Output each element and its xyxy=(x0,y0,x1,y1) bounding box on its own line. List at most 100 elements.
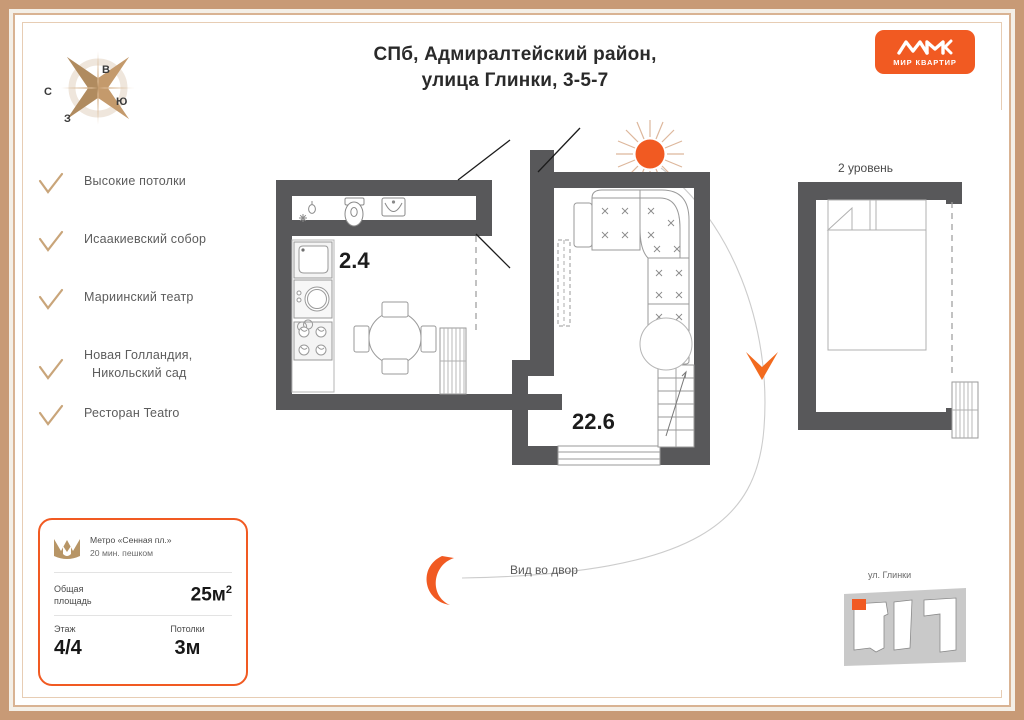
feature-label: Ресторан Teatro xyxy=(84,406,180,420)
chair-icon xyxy=(381,301,409,318)
compass-rose: В С Ю З xyxy=(40,28,160,140)
metro-station-label: Метро «Сенная пл.» xyxy=(90,535,172,545)
second-level-label: 2 уровень xyxy=(838,161,894,175)
metro-walk-label: 20 мин. пешком xyxy=(90,548,154,558)
area-value-number: 25м xyxy=(190,584,226,606)
page-title-line2: улица Глинки, 3-5-7 xyxy=(421,70,609,91)
bathroom-area-label: 2.4 xyxy=(339,248,370,273)
courtyard-view-label: Вид во двор xyxy=(510,563,578,577)
kitchen-sink-icon xyxy=(293,241,333,279)
bath-bottom-wall xyxy=(276,220,492,236)
feature-label: Мариинский театр xyxy=(84,290,194,304)
check-icon xyxy=(38,404,64,426)
shower-head-icon xyxy=(308,201,316,214)
living-wall-stub xyxy=(530,150,554,172)
ceiling-value: 3м xyxy=(174,637,201,659)
sectional-sofa-icon xyxy=(573,189,690,365)
living-wall-bottom-right xyxy=(658,446,710,465)
sun-disc-final xyxy=(635,139,665,169)
toilet-icon xyxy=(344,197,365,227)
floor-drain-icon xyxy=(299,214,307,222)
building-footprint xyxy=(923,597,957,653)
chair-icon xyxy=(420,325,437,353)
staircase-icon xyxy=(657,364,695,448)
floor-cell: Этаж 4/4 xyxy=(54,624,143,660)
door-leader-lines xyxy=(457,139,511,269)
sun-direction-arrow xyxy=(746,352,778,380)
living-wall-bottom-left xyxy=(512,446,560,465)
living-room-walls xyxy=(512,150,710,465)
total-area-row: Общая площадь 25м2 xyxy=(40,575,246,613)
level2-wall-outline xyxy=(798,182,962,430)
property-info-card: Метро «Сенная пл.» 20 мин. пешком Общая … xyxy=(38,518,248,686)
brand-logo[interactable]: МИР КВАРТИР xyxy=(875,30,975,74)
feature-label-2: Никольский сад xyxy=(92,366,187,380)
stair-hatch-kitchen xyxy=(439,327,467,395)
sun-trajectory-arc xyxy=(461,167,766,579)
floor-label: Этаж xyxy=(54,624,76,634)
chair-icon xyxy=(353,325,370,353)
feature-label: Высокие потолки xyxy=(84,174,186,188)
list-item: Высокие потолки xyxy=(38,168,263,226)
living-wall-left2 xyxy=(538,172,554,362)
check-icon xyxy=(38,172,64,194)
living-wall-jog-v xyxy=(512,360,528,460)
dining-set xyxy=(353,301,437,375)
page-title: СПб, Адмиралтейский район, улица Глинки,… xyxy=(300,42,730,94)
area-value-sup: 2 xyxy=(225,583,232,596)
zigzag-house-icon xyxy=(897,39,953,55)
metro-icon xyxy=(54,539,80,559)
feature-list: Высокие потолки Исаакиевский собор Марии… xyxy=(38,168,263,458)
site-map-svg xyxy=(844,588,966,666)
compass-label-north: С xyxy=(44,86,52,98)
check-icon xyxy=(38,358,64,380)
living-wall-top xyxy=(530,172,710,188)
site-mini-map[interactable] xyxy=(840,586,970,668)
radiator-icon xyxy=(557,239,571,327)
level2-stair-hatch xyxy=(951,381,979,439)
metro-info: Метро «Сенная пл.» 20 мин. пешком xyxy=(40,520,246,570)
compass-label-west: З xyxy=(64,113,71,125)
chair-icon xyxy=(381,358,409,375)
bed-icon xyxy=(826,199,927,351)
floor-value: 4/4 xyxy=(54,637,82,659)
street-name-label: ул. Глинки xyxy=(868,570,912,580)
dining-table-icon xyxy=(368,311,422,365)
feature-label: Исаакиевский собор xyxy=(84,232,207,246)
area-value: 25м2 xyxy=(191,584,232,606)
feature-label: Новая Голландия, xyxy=(84,348,193,362)
divider xyxy=(54,572,232,573)
bathroom-fixtures xyxy=(299,197,406,227)
window-icon xyxy=(557,445,661,466)
list-item: Ресторан Teatro xyxy=(38,400,263,458)
compass-icon xyxy=(61,51,135,125)
list-item: Исаакиевский собор xyxy=(38,226,263,284)
area-label-line2: площадь xyxy=(54,596,92,606)
courtyard-marker-arc xyxy=(426,556,454,605)
list-item: Новая Голландия, Никольский сад xyxy=(38,342,263,400)
decorative-frame-mid xyxy=(9,9,1015,711)
list-item: Мариинский театр xyxy=(38,284,263,342)
washing-machine-icon xyxy=(293,279,333,319)
compass-label-east: В xyxy=(102,64,110,76)
building-footprint xyxy=(853,601,889,653)
check-icon xyxy=(38,288,64,310)
kitchen-fixtures xyxy=(291,239,335,393)
highlight-marker xyxy=(852,599,866,610)
divider xyxy=(54,615,232,616)
compass-label-south: Ю xyxy=(116,96,128,108)
area-label-line1: Общая xyxy=(54,584,84,594)
stove-icon xyxy=(293,319,333,361)
floor-ceiling-row: Этаж 4/4 Потолки 3м xyxy=(40,618,246,660)
living-door-leader xyxy=(537,127,581,173)
building-footprint xyxy=(893,599,913,651)
page-title-line1: СПб, Адмиралтейский район, xyxy=(373,44,657,65)
level2-wall-top-right xyxy=(946,182,962,204)
ceiling-label: Потолки xyxy=(170,624,205,634)
living-wall-right xyxy=(694,172,710,465)
check-icon xyxy=(38,230,64,252)
main-area-label: 22.6 xyxy=(572,409,615,434)
sink-icon xyxy=(381,197,406,217)
